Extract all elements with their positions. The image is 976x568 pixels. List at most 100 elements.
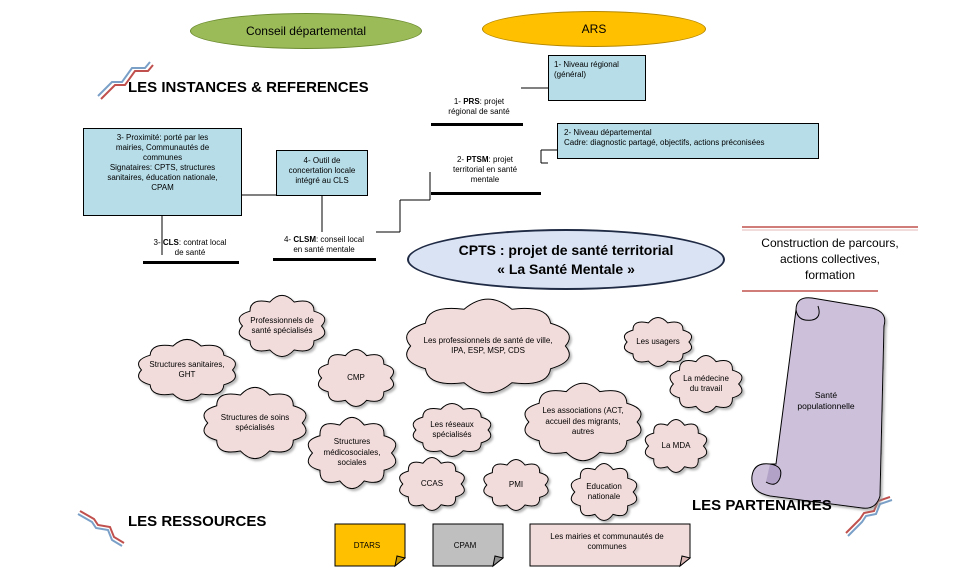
proximite-line4: Signataires: CPTS, structures <box>109 163 216 172</box>
prs-line2: régional de santé <box>448 107 510 116</box>
cloud-line: GHT <box>178 370 196 379</box>
scroll-line2: populationnelle <box>797 401 855 412</box>
heading-partenaires: LES PARTENAIRES <box>692 497 832 514</box>
construction-line3: formation <box>804 268 856 283</box>
niveau-regional-line2: (général) <box>554 70 587 79</box>
prs-text: : projet <box>479 97 505 106</box>
zigzag-arrow-icon-ressources <box>77 510 125 547</box>
sante-populationnelle-text: Santé populationnelle <box>786 390 866 412</box>
zigzag-arrow-icon-partenaires <box>845 496 893 537</box>
cloud-structures-soins <box>203 386 307 460</box>
cloud-label-structures-sanitaires: Structures sanitaires,GHT <box>134 340 240 400</box>
outil-line1: 4- Outil de <box>303 156 341 165</box>
cloud-pmi <box>483 459 549 511</box>
cloud-line: Les usagers <box>636 336 680 346</box>
ptsm-line3: mentale <box>470 175 500 184</box>
cloud-line: spécialisés <box>235 423 275 432</box>
cloud-label-usagers: Les usagers <box>622 318 694 366</box>
proximite-line5: sanitaires, éducation nationale, <box>107 173 218 182</box>
scroll-shape <box>751 297 886 509</box>
cloud-label-ccas: CCAS <box>398 458 466 510</box>
cloud-line: La MDA <box>661 440 691 450</box>
ptsm-label: 2- PTSM: projet territorial en santé men… <box>438 155 532 185</box>
proximite-line3: communes <box>142 153 183 162</box>
ars-ellipse: ARS <box>482 11 706 47</box>
cloud-line: PMI <box>508 479 524 489</box>
cloud-label-professionnels-ville: Les professionnels de santé de ville,IPA… <box>398 300 578 392</box>
clsm-underline <box>273 258 376 261</box>
prs-prefix: 1- <box>453 97 464 106</box>
niveau-departemental-line2: Cadre: diagnostic partagé, objectifs, ac… <box>564 138 765 147</box>
cpts-line2: « La Santé Mentale » <box>497 260 635 277</box>
cls-prefix: 3- <box>153 238 163 247</box>
cloud-line: Les réseaux <box>430 419 474 429</box>
ptsm-prefix: 2- <box>456 155 467 164</box>
cloud-line: CMP <box>347 372 365 382</box>
clsm-prefix: 4- <box>283 235 294 244</box>
clsm-text: : conseil local <box>315 235 365 244</box>
construction-frame <box>742 226 918 292</box>
proximite-line1: 3- Proximité: porté par les <box>116 133 209 142</box>
cls-text: : contrat local <box>178 238 227 247</box>
clsm-label: 4- CLSM: conseil local en santé mentale <box>272 235 376 255</box>
construction-line2: actions collectives, <box>779 252 881 267</box>
outil-line2: concertation locale <box>288 166 356 175</box>
cloud-usagers <box>623 317 693 367</box>
cloud-education <box>570 462 638 522</box>
prs-underline <box>431 123 523 126</box>
cloud-mda <box>644 419 708 473</box>
construction-text: Construction de parcours, actions collec… <box>742 235 918 284</box>
cloud-label-mda: La MDA <box>644 420 708 472</box>
clsm-line2: en santé mentale <box>293 245 355 254</box>
mairies-line2: communes <box>587 542 627 552</box>
cloud-cmp <box>317 348 395 408</box>
cloud-line: santé spécialisés <box>251 326 313 335</box>
cpts-line1: CPTS : projet de santé territorial <box>458 241 674 258</box>
proximite-line6: CPAM <box>151 183 174 192</box>
cloud-group <box>138 294 743 522</box>
cpam-label: CPAM <box>453 540 477 550</box>
connector-lines <box>161 87 557 255</box>
cloud-line: La médecine <box>683 373 729 383</box>
cpts-ellipse: CPTS : projet de santé territorial « La … <box>407 229 725 290</box>
zigzag-arrow-icon-top <box>97 61 154 100</box>
cloud-line: médicosociales, <box>323 447 381 457</box>
niveau-regional-box: 1- Niveau régional (général) <box>548 55 646 101</box>
construction-line1: Construction de parcours, <box>761 236 899 250</box>
cloud-label-associations: Les associations (ACT,accueil des migran… <box>520 384 646 460</box>
proximite-box: 3- Proximité: porté par les mairies, Com… <box>83 128 242 216</box>
clsm-code: CLSM <box>293 235 316 244</box>
cloud-structures-medico <box>307 416 397 490</box>
conseil-departemental-ellipse: Conseil départemental <box>190 13 422 49</box>
cloud-ccas <box>399 457 465 511</box>
mairies-label: Les mairies et communautés de communes <box>532 532 682 553</box>
heading-instances: LES INSTANCES & REFERENCES <box>128 79 369 96</box>
cloud-line: spécialisés <box>432 430 472 439</box>
prs-code: PRS <box>463 97 480 106</box>
scroll-line1: Santé <box>814 390 838 400</box>
proximite-line2: mairies, Communautés de <box>115 143 210 152</box>
cls-code: CLS <box>162 238 179 247</box>
prs-label: 1- PRS: projet régional de santé <box>434 97 524 117</box>
cloud-line: Structures sanitaires, <box>149 359 225 369</box>
cloud-professionnels-specialises <box>238 294 326 358</box>
mairies-line1: Les mairies et communautés de <box>550 532 664 541</box>
outil-concertation-box: 4- Outil de concertation locale intégré … <box>276 150 368 196</box>
ptsm-text: : projet <box>488 155 514 164</box>
cloud-label-cmp: CMP <box>316 350 396 406</box>
cloud-reseaux <box>412 403 492 457</box>
cloud-line: Les associations (ACT, <box>542 406 624 416</box>
outil-line3: intégré au CLS <box>295 176 349 185</box>
cls-underline <box>143 261 239 264</box>
ptsm-underline <box>431 192 541 195</box>
cloud-line: CCAS <box>420 478 444 488</box>
cloud-line: Education <box>586 481 622 491</box>
cloud-professionnels-ville <box>406 298 570 394</box>
ars-label: ARS <box>581 22 607 36</box>
